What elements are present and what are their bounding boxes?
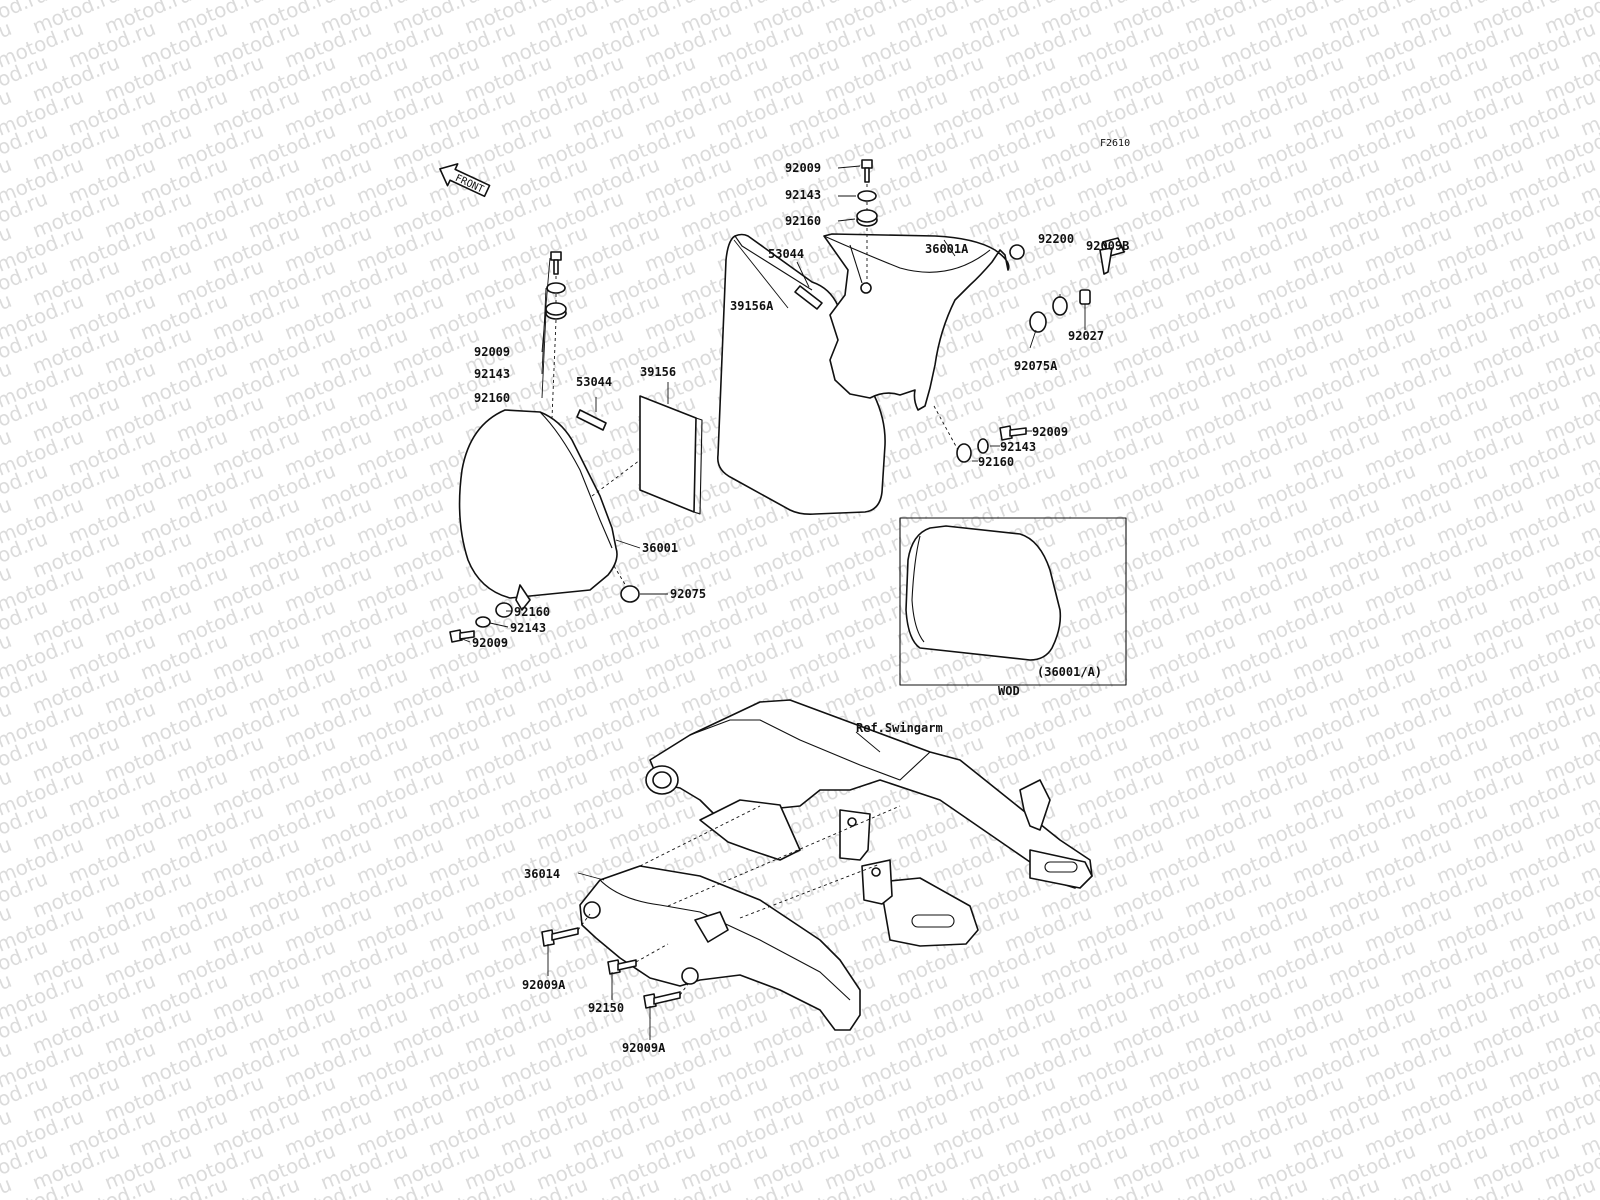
label-92009-left: 92009 (474, 345, 510, 359)
side-cover-variant (905, 525, 1062, 661)
washer-92143-bottom (475, 616, 491, 628)
label-92009a-left: 92009A (522, 978, 566, 992)
bolt-92009-bottom (449, 629, 475, 643)
bolt-92009-top (861, 159, 873, 183)
bolt-92009a-bottom (643, 991, 681, 1009)
swingarm-group (541, 699, 1093, 1031)
label-92143-mid-right: 92143 (1000, 440, 1036, 454)
label-53044-right: 53044 (768, 247, 804, 261)
side-cover-36001 (458, 409, 618, 599)
washer-92143-left (546, 282, 566, 294)
bolt-92150 (607, 959, 637, 975)
bolt-92009b (1099, 237, 1125, 275)
right-side-cover-group (716, 159, 1125, 515)
bolt-92009-left (550, 251, 562, 275)
part-labels: 92009 92143 92160 53044 39156A 36001A 92… (472, 161, 1129, 1055)
label-92160-top: 92160 (785, 214, 821, 228)
inset-frame (899, 517, 1127, 686)
washer-92143-top (857, 190, 877, 202)
label-92009a-bottom: 92009A (622, 1041, 666, 1055)
label-92009b: 92009B (1086, 239, 1129, 253)
label-92143-bottom: 92143 (510, 621, 546, 635)
grommet-92160-top (856, 209, 878, 227)
inset-caption: (36001/A) (1037, 665, 1102, 679)
label-39156a: 39156A (730, 299, 774, 313)
bolt-92009a-left (541, 927, 579, 947)
label-92075a: 92075A (1014, 359, 1058, 373)
label-36001: 36001 (642, 541, 678, 555)
damper-92075 (620, 585, 640, 603)
grommet-92160-bottom (495, 602, 513, 618)
label-36001a: 36001A (925, 242, 969, 256)
bolt-92009-mid-right (999, 425, 1027, 441)
label-92160-left: 92160 (474, 391, 510, 405)
leader-lines (459, 165, 1126, 1040)
chain-cover-hole-front (583, 901, 601, 919)
label-ref-swingarm: Ref.Swingarm (856, 721, 943, 735)
label-39156: 39156 (640, 365, 676, 379)
label-92009-top: 92009 (785, 161, 821, 175)
grommet-92160-mid-right (956, 443, 972, 463)
label-92160-bottom: 92160 (514, 605, 550, 619)
label-92009-mid-right: 92009 (1032, 425, 1068, 439)
axle-plate-right (1029, 849, 1093, 889)
damper-92075a (1029, 311, 1047, 333)
label-53044-left: 53044 (576, 375, 612, 389)
axle-plate-left (879, 877, 979, 947)
figure-code: F2610 (1100, 138, 1130, 149)
label-92143-top: 92143 (785, 188, 821, 202)
collar-92027 (1079, 289, 1091, 305)
label-92143-left: 92143 (474, 367, 510, 381)
label-92027: 92027 (1068, 329, 1104, 343)
variant-inset: (36001/A) WOD (899, 517, 1127, 698)
washer-92200 (1052, 296, 1068, 316)
washer-92143-mid-right (977, 438, 989, 454)
label-92200: 92200 (1038, 232, 1074, 246)
side-cover-36001a (823, 233, 1010, 411)
label-92150: 92150 (588, 1001, 624, 1015)
grommet-53044-left (576, 409, 607, 431)
label-92160-mid-right: 92160 (978, 455, 1014, 469)
watermark-text: motod.ru (0, 1172, 15, 1200)
chain-cover-hole-rear (681, 967, 699, 985)
watermark-text: motod.ru (1577, 0, 1600, 5)
label-92009-bottom: 92009 (472, 636, 508, 650)
grommet-92160-left (545, 302, 567, 320)
label-36014: 36014 (524, 867, 560, 881)
label-92075: 92075 (670, 587, 706, 601)
left-side-cover-group (449, 251, 703, 643)
grommet-53044-right (794, 285, 823, 310)
air-filter-element-39156a (716, 233, 886, 515)
swingarm-bracket (699, 799, 801, 861)
inset-variant-label: WOD (998, 684, 1020, 698)
